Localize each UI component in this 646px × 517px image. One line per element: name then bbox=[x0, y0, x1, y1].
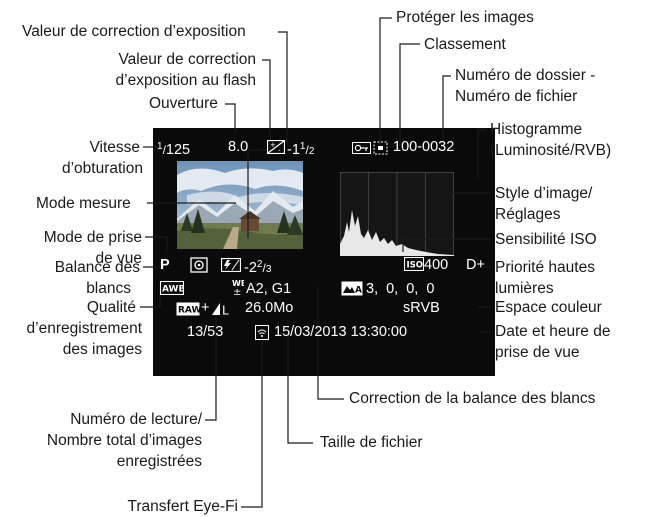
svg-text:RAW: RAW bbox=[178, 306, 200, 316]
folder-file-number: 100-0032 bbox=[393, 139, 455, 155]
label-exposure-compensation: Valeur de correction d’exposition bbox=[22, 23, 246, 40]
leader-file-size bbox=[287, 318, 313, 444]
picture-style-settings: 3, 0, 0, 0 bbox=[366, 281, 435, 297]
awb-icon: AWB bbox=[160, 281, 184, 295]
svg-text:-: - bbox=[278, 147, 281, 155]
label-histogram-1: Histogramme bbox=[490, 121, 583, 138]
svg-text:WB: WB bbox=[232, 279, 244, 288]
leader-rating bbox=[399, 43, 420, 146]
eyefi-icon bbox=[255, 325, 269, 340]
protect-key-icon bbox=[352, 142, 371, 154]
date-time-readout: 15/03/2013 13:30:00 bbox=[274, 324, 408, 340]
label-histogram-2: (Luminosité/RVB) bbox=[490, 142, 612, 159]
leader-folder-file bbox=[442, 75, 451, 139]
label-highlight-2: lumières bbox=[495, 280, 554, 297]
label-shutter-1: Vitesse bbox=[89, 139, 140, 156]
highlight-tone-priority: D+ bbox=[466, 257, 485, 273]
label-wb-correction: Correction de la balance des blancs bbox=[349, 390, 596, 407]
svg-text:ISO: ISO bbox=[407, 261, 424, 271]
shutter-speed-readout: 1/125 bbox=[157, 141, 191, 158]
label-flash-compensation-1: Valeur de correction bbox=[118, 51, 256, 68]
label-playback-1: Numéro de lecture/ bbox=[70, 411, 202, 428]
leader-aperture bbox=[225, 103, 236, 134]
playback-counter: 13/53 bbox=[187, 324, 224, 340]
label-rating: Classement bbox=[424, 36, 506, 53]
wb-shift-icon: WB ± bbox=[232, 279, 244, 296]
leader-eyefi bbox=[241, 336, 263, 508]
leader-exposure-comp bbox=[278, 31, 288, 144]
leader-histogram bbox=[477, 129, 486, 178]
label-playback-3: enregistrées bbox=[116, 453, 202, 470]
raw-icon: RAW bbox=[176, 302, 200, 316]
label-folder-file-2: Numéro de fichier bbox=[455, 88, 578, 105]
label-picture-style-1: Style d’image/ bbox=[495, 185, 593, 202]
leader-playback bbox=[205, 316, 217, 421]
svg-text:±: ± bbox=[233, 287, 241, 296]
large-quality-icon: L bbox=[212, 303, 229, 317]
label-quality-3: des images bbox=[62, 341, 142, 358]
label-eyefi: Transfert Eye-Fi bbox=[127, 498, 238, 515]
svg-text:AWB: AWB bbox=[162, 285, 184, 295]
label-picture-style-2: Réglages bbox=[495, 206, 561, 223]
label-datetime-2: prise de vue bbox=[495, 344, 580, 361]
label-iso: Sensibilité ISO bbox=[495, 231, 597, 248]
shooting-mode-readout: P bbox=[160, 257, 170, 273]
svg-text:A: A bbox=[355, 286, 362, 296]
leader-wb-correction bbox=[317, 287, 344, 400]
label-playback-2: Nombre total d’images bbox=[46, 432, 202, 449]
label-quality-1: Qualité bbox=[86, 299, 136, 316]
photo-thumbnail bbox=[177, 161, 303, 249]
auto-picture-style-icon: A bbox=[341, 281, 363, 296]
label-flash-compensation-2: d’exposition au flash bbox=[115, 72, 256, 89]
label-aperture: Ouverture bbox=[149, 95, 218, 112]
file-size-readout: 26.0Mo bbox=[245, 300, 294, 316]
leader-flash-comp bbox=[247, 59, 271, 238]
color-space-readout: sRVB bbox=[403, 300, 440, 316]
evaluative-metering-icon bbox=[190, 257, 208, 273]
wb-shift-readout: A2, G1 bbox=[246, 281, 292, 297]
leader-protect bbox=[379, 17, 392, 146]
label-color-space: Espace couleur bbox=[495, 299, 602, 316]
label-shooting-mode-2: de vue bbox=[95, 250, 142, 267]
quality-plus: + bbox=[201, 300, 210, 316]
label-datetime-1: Date et heure de bbox=[495, 323, 611, 340]
rating-icon bbox=[373, 141, 388, 155]
label-wb-1: Balance des bbox=[54, 259, 140, 276]
label-wb-2: blancs bbox=[86, 280, 131, 297]
label-quality-2: d’enregistrement bbox=[26, 320, 142, 337]
leader-shooting-mode bbox=[145, 236, 168, 252]
exposure-compensation-icon: + - bbox=[267, 140, 285, 154]
leader-iso bbox=[402, 238, 491, 252]
exposure-compensation-readout: -11/2 bbox=[287, 141, 315, 158]
label-metering: Mode mesure bbox=[36, 195, 131, 212]
iso-readout: 400 bbox=[424, 257, 449, 273]
label-folder-file-1: Numéro de dossier - bbox=[455, 67, 596, 84]
label-shooting-mode-1: Mode de prise bbox=[43, 229, 142, 246]
label-protect-images: Protéger les images bbox=[396, 9, 534, 26]
aperture-readout: 8.0 bbox=[228, 139, 249, 155]
label-shutter-2: d’obturation bbox=[61, 160, 143, 177]
histogram-distribution bbox=[340, 210, 454, 256]
label-file-size: Taille de fichier bbox=[320, 434, 423, 451]
label-highlight-1: Priorité hautes bbox=[495, 259, 595, 276]
svg-text:+: + bbox=[270, 141, 276, 149]
flash-compensation-icon bbox=[221, 258, 241, 272]
flash-compensation-readout: -22/3 bbox=[244, 259, 272, 276]
svg-text:L: L bbox=[222, 304, 229, 317]
iso-icon: ISO bbox=[404, 257, 424, 271]
leader-quality bbox=[140, 283, 174, 308]
histogram bbox=[340, 172, 454, 256]
